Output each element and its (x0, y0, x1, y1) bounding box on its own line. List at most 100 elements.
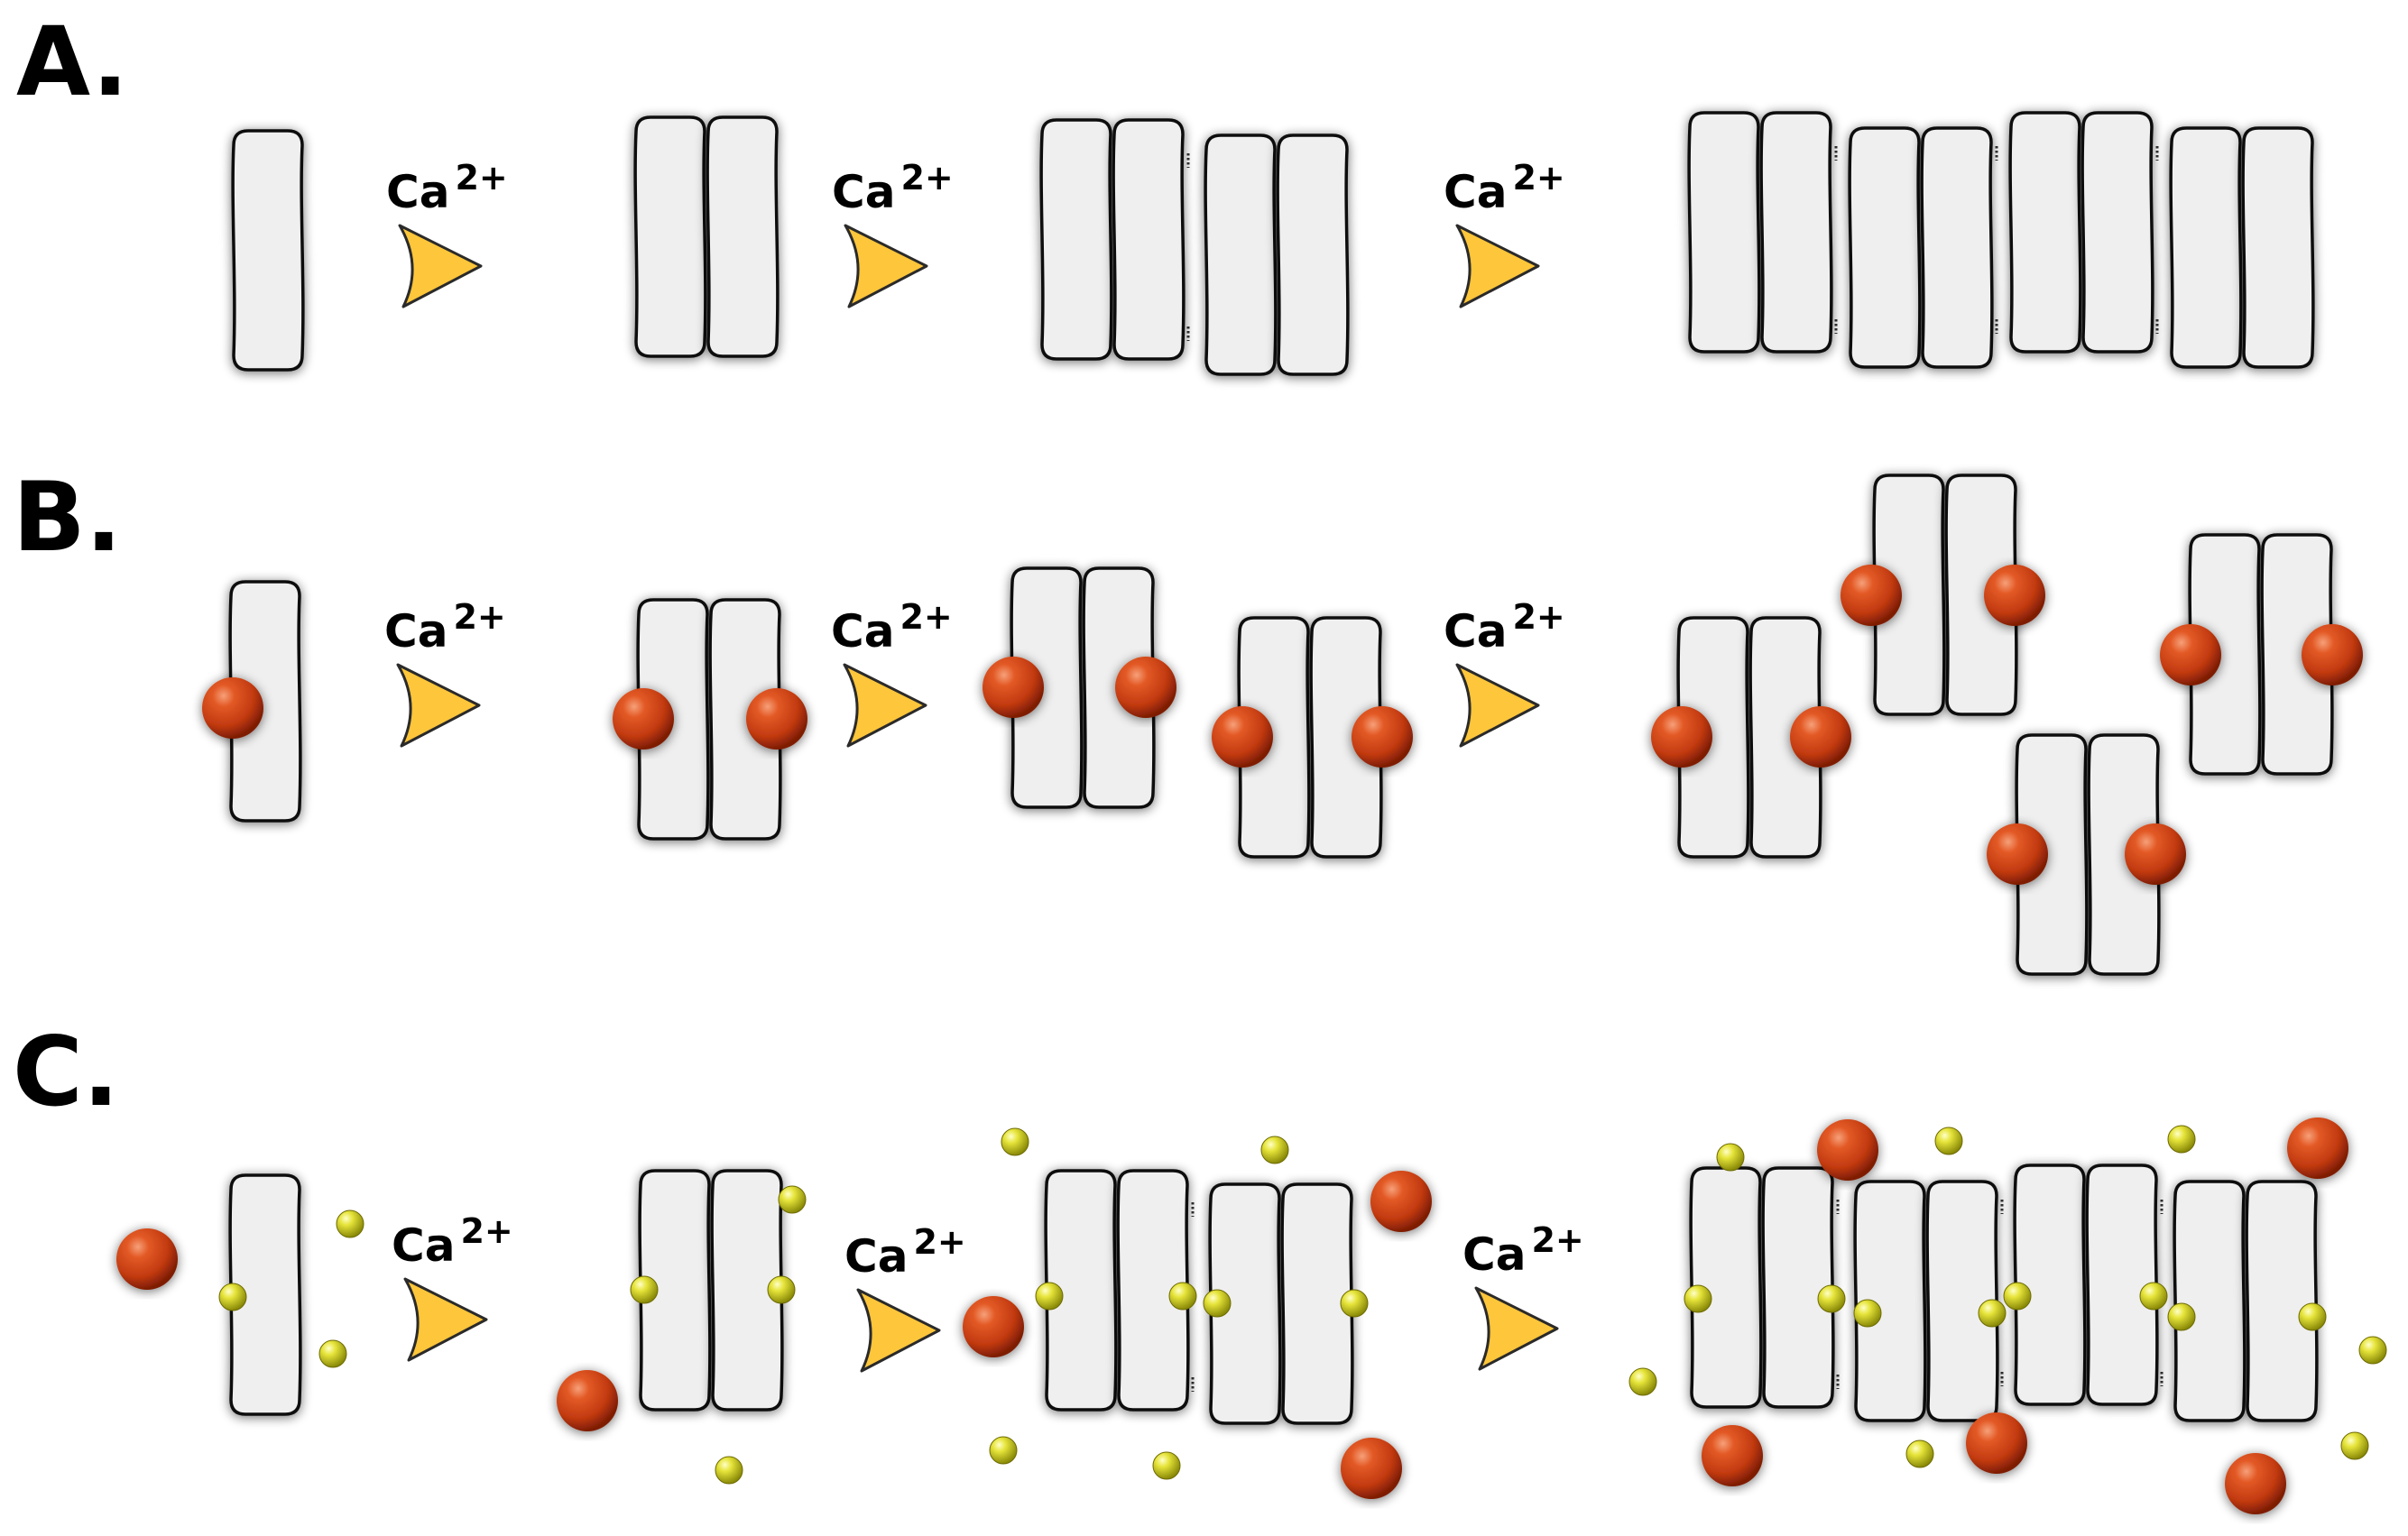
arrow-label-base: Ca (1444, 166, 1507, 218)
small-ligand-icon (630, 1275, 659, 1304)
large-ligand-icon (1352, 706, 1413, 768)
monomer-icon (2169, 126, 2243, 369)
monomer-icon (708, 598, 782, 841)
monomer-icon (2080, 111, 2154, 354)
reaction-arrow-icon (843, 663, 927, 748)
arrow-label-superscript: 2+ (913, 1222, 965, 1262)
panel-label-a: A. (16, 6, 128, 117)
small-ligand-icon (2358, 1336, 2387, 1365)
monomer-icon (638, 1169, 712, 1412)
reaction-arrow-icon (1474, 1286, 1559, 1371)
monomer-icon (2085, 1163, 2159, 1406)
small-ligand-icon (715, 1456, 743, 1485)
large-ligand-icon (963, 1296, 1024, 1357)
large-ligand-icon (2287, 1118, 2348, 1179)
monomer-icon (1237, 616, 1311, 859)
small-ligand-icon (2167, 1302, 2196, 1331)
reaction-arrow-icon (1455, 663, 1540, 748)
monomer-icon (1761, 1166, 1835, 1409)
small-ligand-icon (1905, 1439, 1934, 1468)
monomer-icon (1309, 616, 1383, 859)
monomer-icon (2260, 533, 2334, 776)
small-ligand-icon (2340, 1431, 2369, 1460)
arrow-label-base: Ca (844, 1230, 908, 1283)
monomer-icon (2015, 733, 2089, 976)
monomer-icon (228, 1173, 302, 1416)
small-ligand-icon (1001, 1127, 1029, 1156)
small-ligand-icon (1203, 1289, 1232, 1318)
small-ligand-icon (2167, 1125, 2196, 1154)
arrow-label-superscript: 2+ (453, 597, 505, 637)
monomer-icon (2173, 1180, 2247, 1422)
small-ligand-icon (1628, 1367, 1657, 1396)
small-ligand-icon (2139, 1282, 2168, 1311)
monomer-icon (1280, 1182, 1354, 1425)
large-ligand-icon (746, 688, 807, 750)
large-ligand-icon (1702, 1425, 1763, 1486)
arrow-label-superscript: 2+ (460, 1211, 512, 1251)
monomer-icon (228, 580, 302, 823)
small-ligand-icon (1168, 1282, 1197, 1311)
arrow-label-base: Ca (831, 605, 894, 658)
monomer-icon (1208, 1182, 1282, 1425)
monomer-icon (633, 115, 707, 358)
large-ligand-icon (983, 657, 1044, 718)
large-ligand-icon (1841, 565, 1902, 626)
monomer-icon (1689, 1166, 1763, 1409)
monomer-icon (1853, 1180, 1927, 1422)
arrow-label-base: Ca (1462, 1228, 1526, 1281)
small-ligand-icon (1260, 1136, 1289, 1164)
monomer-icon (2241, 126, 2315, 369)
large-ligand-icon (116, 1228, 178, 1290)
monomer-icon (2013, 1163, 2087, 1406)
large-ligand-icon (2302, 624, 2363, 685)
small-ligand-icon (1934, 1127, 1963, 1155)
monomer-icon (1010, 566, 1084, 809)
monomer-icon (1920, 126, 1994, 369)
monomer-icon (2087, 733, 2161, 976)
reaction-arrow-icon (856, 1288, 941, 1373)
small-ligand-icon (778, 1185, 807, 1214)
arrow-label-base: Ca (392, 1219, 455, 1272)
monomer-icon (1759, 111, 1833, 354)
small-ligand-icon (1978, 1299, 2007, 1328)
large-ligand-icon (202, 677, 263, 739)
small-ligand-icon (1853, 1299, 1882, 1328)
large-ligand-icon (1984, 565, 2045, 626)
small-ligand-icon (318, 1339, 347, 1368)
arrow-label-base: Ca (386, 166, 449, 218)
small-ligand-icon (218, 1283, 247, 1311)
ligands (116, 565, 2387, 1514)
monomer-icon (2245, 1180, 2319, 1422)
reaction-arrow-icon (398, 224, 483, 308)
reaction-arrow-icon (403, 1277, 488, 1362)
arrow-label-base: Ca (384, 605, 447, 658)
arrow-label-superscript: 2+ (900, 158, 953, 198)
small-ligand-icon (1035, 1282, 1064, 1311)
arrow-label-base: Ca (1444, 605, 1507, 658)
large-ligand-icon (1115, 657, 1176, 718)
small-ligand-icon (336, 1209, 364, 1238)
small-ligand-icon (1716, 1143, 1745, 1172)
monomer-icon (1872, 474, 1946, 716)
large-ligand-icon (1651, 706, 1712, 768)
reaction-arrow-icon (1455, 224, 1540, 308)
reaction-arrow-icon (844, 224, 928, 308)
monomer-icon (1039, 118, 1113, 361)
small-ligand-icon (989, 1436, 1018, 1465)
small-ligand-icon (1684, 1284, 1712, 1313)
monomer-icon (1204, 133, 1278, 376)
monomer-icon (1944, 474, 2018, 716)
monomer-icon (1116, 1169, 1190, 1412)
arrow-label-base: Ca (832, 166, 895, 218)
monomer-icon (2008, 111, 2082, 354)
large-ligand-icon (1370, 1171, 1432, 1232)
